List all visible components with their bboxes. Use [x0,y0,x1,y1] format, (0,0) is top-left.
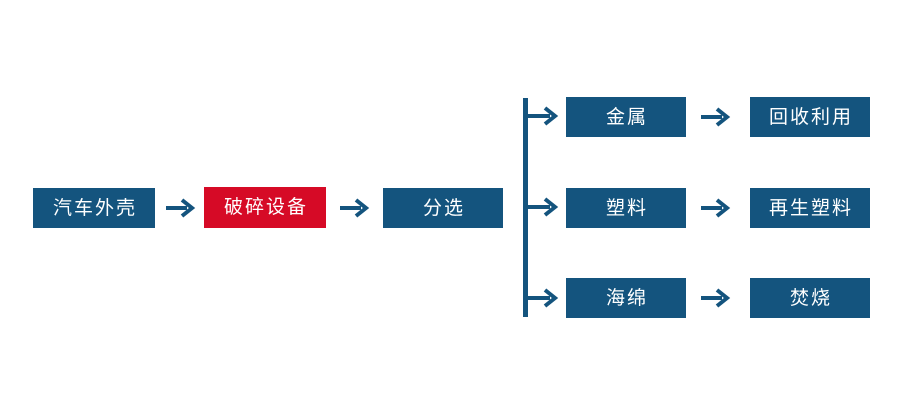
node-sponge[interactable]: 海绵 [566,278,686,318]
node-sorting[interactable]: 分选 [383,188,503,228]
node-metal[interactable]: 金属 [566,97,686,137]
node-crusher-equipment[interactable]: 破碎设备 [204,187,326,228]
branch-arrow-to-metal [526,101,560,131]
branch-arrow-to-sponge [526,283,560,313]
branch-connector-line [523,98,528,317]
arrow-sponge-to-incineration [698,283,732,313]
node-plastic[interactable]: 塑料 [566,188,686,228]
arrow-input-to-crusher [163,193,197,223]
node-input-car-shell[interactable]: 汽车外壳 [33,188,155,228]
node-plastic-output-regenerated[interactable]: 再生塑料 [750,188,870,228]
arrow-metal-to-recycle [698,102,732,132]
arrow-plastic-to-regenerated [698,193,732,223]
node-metal-output-recycle[interactable]: 回收利用 [750,97,870,137]
arrow-crusher-to-sorting [337,193,371,223]
branch-arrow-to-plastic [526,192,560,222]
node-sponge-output-incineration[interactable]: 焚烧 [750,278,870,318]
